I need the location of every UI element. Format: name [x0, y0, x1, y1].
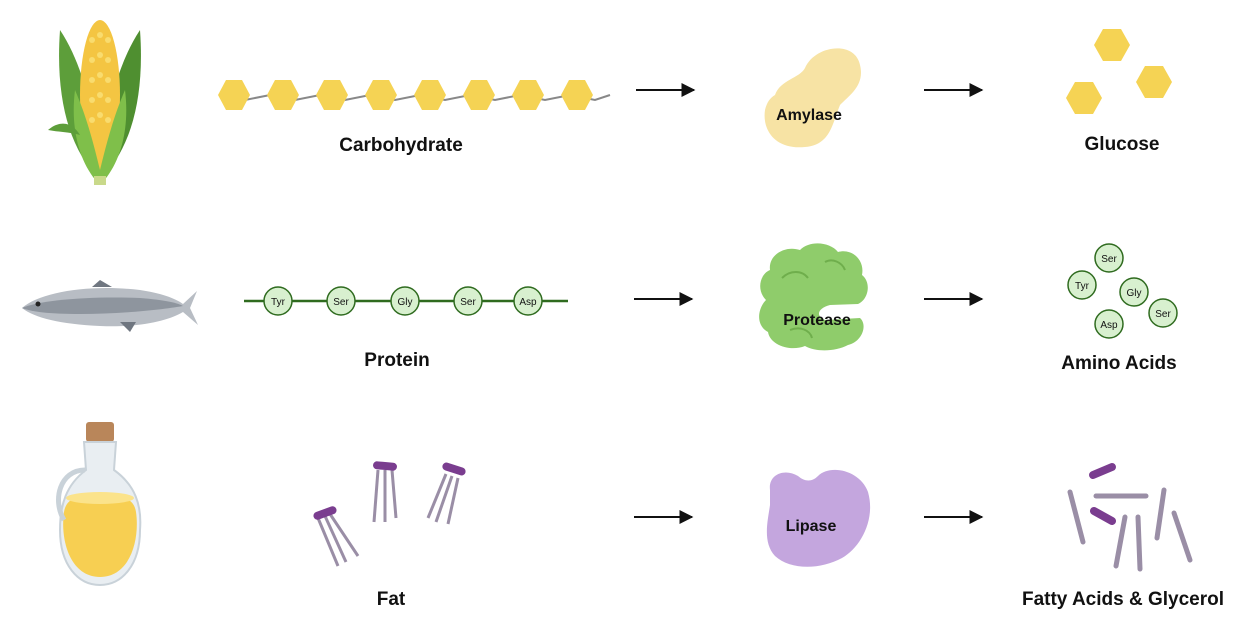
residue-label: Ser: [1101, 254, 1117, 265]
residue-label: Gly: [398, 297, 413, 308]
amino-acid-residues: Ser Tyr Gly Ser Asp: [1067, 243, 1178, 339]
residue-label: Ser: [333, 297, 349, 308]
protein-label: Protein: [364, 350, 430, 371]
glucose-label: Glucose: [1084, 134, 1160, 155]
fatty-acids-glycerol-label: Fatty Acids & Glycerol: [1021, 589, 1225, 610]
residue-node: Ser: [453, 286, 483, 316]
amylase-label: Amylase: [776, 107, 842, 124]
amino-acids-label: Amino Acids: [1061, 353, 1177, 374]
residue-label: Ser: [460, 297, 476, 308]
glucose-hexagons: [1066, 29, 1172, 114]
carbohydrate-label: Carbohydrate: [339, 135, 463, 156]
oil-bottle-icon: [56, 422, 142, 587]
lipid-molecule: [313, 506, 360, 567]
fat-molecules: [313, 461, 466, 567]
residue-node: Tyr: [263, 286, 293, 316]
residue-node: Gly: [390, 286, 420, 316]
carbohydrate-chain: [218, 80, 611, 110]
fish-icon: [22, 280, 198, 332]
protein-residues: Tyr Ser Gly Ser Asp: [263, 286, 543, 316]
residue-node: Asp: [513, 286, 543, 316]
residue-label: Asp: [1100, 320, 1118, 331]
residue-label: Tyr: [1075, 281, 1090, 292]
lipase-shape: [766, 469, 871, 567]
residue-node: Ser: [1094, 243, 1124, 273]
protease-label: Protease: [783, 312, 851, 329]
lipase-label: Lipase: [785, 518, 837, 535]
residue-node: Tyr: [1067, 270, 1097, 300]
residue-node: Ser: [326, 286, 356, 316]
residue-node: Asp: [1094, 309, 1124, 339]
lipid-molecule: [426, 462, 466, 525]
protease-shape: [759, 243, 868, 351]
residue-node: Ser: [1148, 298, 1178, 328]
residue-label: Asp: [519, 297, 537, 308]
corn-icon: [48, 20, 141, 185]
residue-label: Gly: [1127, 288, 1142, 299]
lipid-molecule: [372, 461, 398, 523]
fatty-acids-glycerol: [1067, 463, 1193, 572]
residue-label: Ser: [1155, 309, 1171, 320]
amylase-shape: [764, 48, 861, 148]
fat-label: Fat: [376, 589, 406, 610]
sugar-hexagons: [218, 80, 593, 110]
residue-node: Gly: [1119, 277, 1149, 307]
residue-label: Tyr: [271, 297, 286, 308]
